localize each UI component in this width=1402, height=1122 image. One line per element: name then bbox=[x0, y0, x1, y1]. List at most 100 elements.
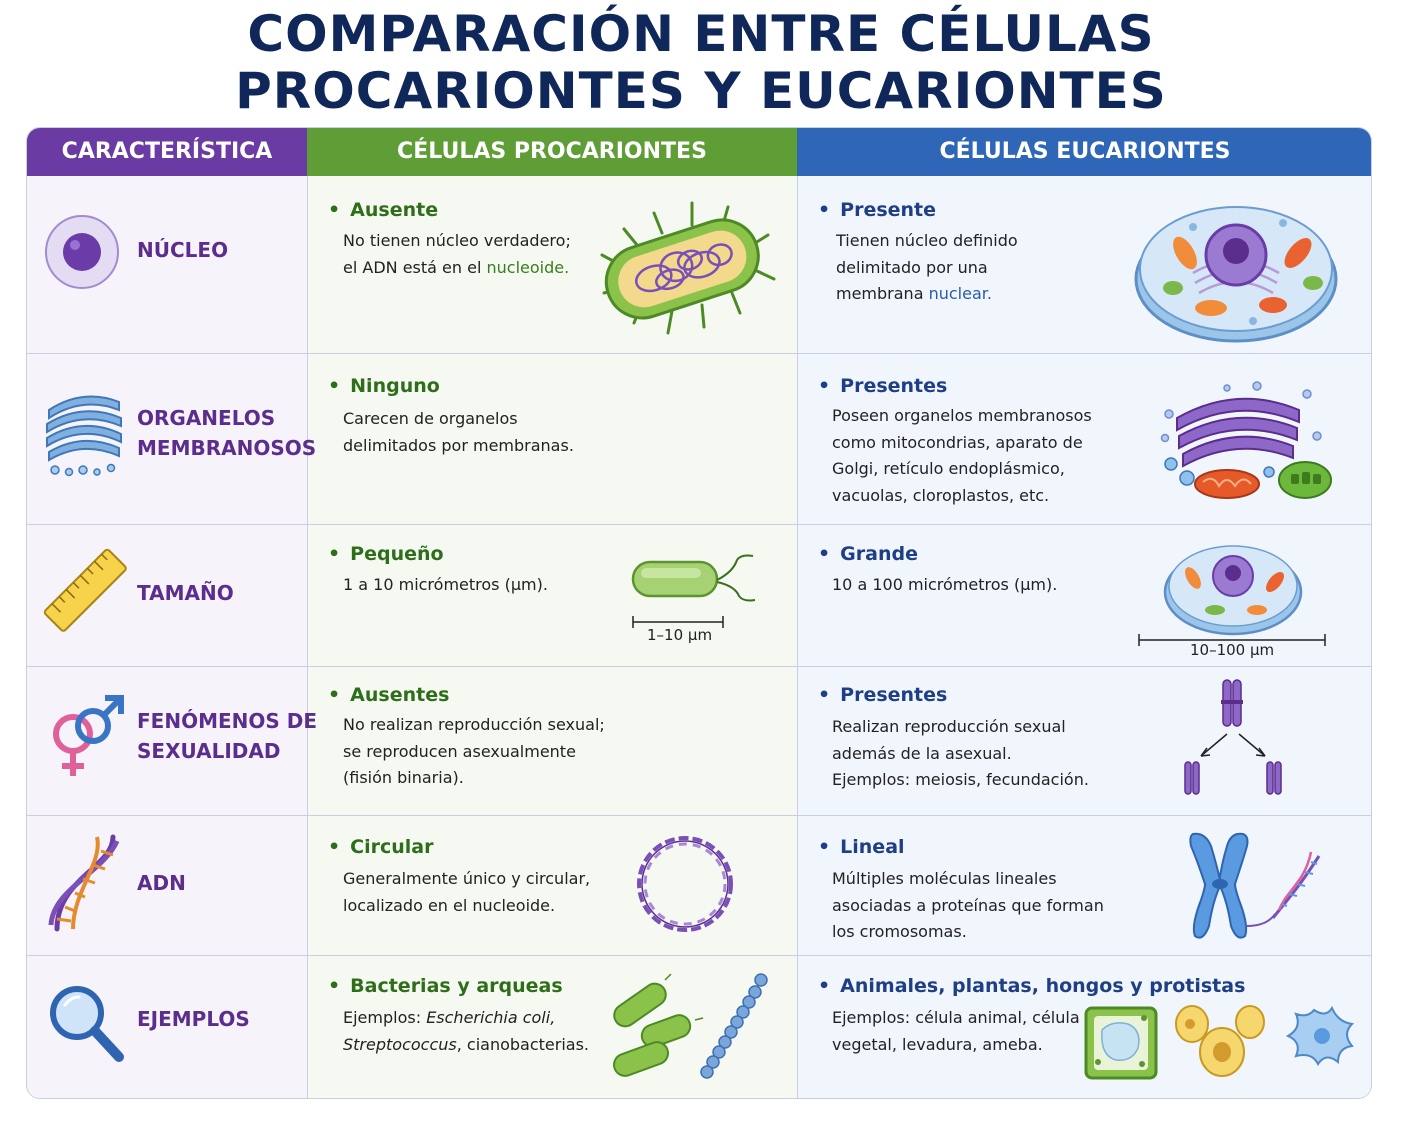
euk-heading-text: Presentes bbox=[840, 684, 948, 706]
euk-heading-adn: •Lineal bbox=[818, 834, 905, 860]
eukaryote-examples-illustration bbox=[1084, 1005, 1355, 1080]
text-line: No tienen núcleo verdadero; bbox=[343, 231, 571, 250]
prok-heading-organelos: •Ninguno bbox=[328, 373, 440, 399]
prok-heading-nucleo: • Ausente bbox=[328, 197, 438, 223]
text-line: asociadas a proteínas que forman bbox=[832, 895, 1104, 915]
column-divider bbox=[307, 176, 308, 1098]
prok-text-ejemplos: Ejemplos: Escherichia coli, Streptococcu… bbox=[343, 1005, 589, 1058]
text-line: el ADN está en el nucleoide. bbox=[343, 255, 571, 282]
page-title: COMPARACIÓN ENTRE CÉLULAS PROCARIONTES Y… bbox=[0, 6, 1402, 120]
text-line: delimitados por membranas. bbox=[343, 435, 574, 455]
euk-heading-text: Presente bbox=[840, 199, 937, 221]
euk-heading-ejemplos: • Animales, plantas, hongos y protistas bbox=[818, 973, 1245, 999]
species-escherichia-coli: Escherichia coli, bbox=[426, 1008, 556, 1027]
species-streptococcus: Streptococcus bbox=[343, 1034, 457, 1054]
euk-heading-text: Lineal bbox=[840, 836, 905, 858]
prok-heading-sexualidad: •Ausentes bbox=[328, 682, 449, 708]
prok-heading-ejemplos: • Bacterias y arqueas bbox=[328, 973, 563, 999]
euk-scale-label: 10–100 µm bbox=[1190, 641, 1275, 659]
text-segment: , cianobacterias. bbox=[456, 1034, 590, 1054]
euk-text-organelos: Poseen organelos membranosos como mitoco… bbox=[832, 403, 1092, 509]
text-line: membrana nuclear. bbox=[836, 281, 1018, 308]
text-segment: el ADN está en el bbox=[343, 257, 487, 277]
euk-heading-tamano: • Grande bbox=[818, 541, 918, 567]
prok-text-sexualidad: No realizan reproducción sexual; se repr… bbox=[343, 712, 605, 792]
header-eukaryote: CÉLULAS EUCARIONTES bbox=[797, 128, 1371, 176]
text-segment: membrana bbox=[836, 284, 929, 303]
medium-eukaryotic-cell-illustration bbox=[1138, 545, 1326, 646]
bullet: • bbox=[818, 975, 831, 997]
prok-heading-text: Bacterias y arqueas bbox=[350, 975, 563, 997]
bullet: • bbox=[328, 199, 341, 221]
euk-text-sexualidad: Realizan reproducción sexual además de l… bbox=[832, 714, 1089, 794]
text-line: Tienen núcleo definido bbox=[836, 231, 1018, 250]
prok-text-tamano: 1 a 10 micrómetros (µm). bbox=[343, 572, 548, 599]
bullet: • bbox=[328, 975, 341, 997]
prok-scale-label: 1–10 µm bbox=[647, 626, 713, 644]
text-line: Ejemplos: Escherichia coli, bbox=[343, 1005, 589, 1032]
text-line: Múltiples moléculas lineales bbox=[832, 869, 1057, 888]
feature-line: SEXUALIDAD bbox=[137, 739, 281, 763]
feature-tamano: TAMAÑO bbox=[137, 581, 234, 605]
title-line-2: PROCARIONTES Y EUCARIONTES bbox=[235, 62, 1167, 120]
organelles-illustration bbox=[1160, 381, 1332, 499]
text-line: 1 a 10 micrómetros (µm). bbox=[343, 575, 548, 594]
feature-line: MEMBRANOSOS bbox=[137, 436, 317, 460]
bullet: • bbox=[328, 684, 341, 706]
euk-text-ejemplos: Ejemplos: célula animal, célula vegetal,… bbox=[832, 1005, 1080, 1058]
feature-organelos: ORGANELOS MEMBRANOSOS bbox=[137, 403, 316, 463]
euk-heading-organelos: •Presentes bbox=[818, 373, 947, 399]
golgi-icon bbox=[46, 395, 122, 477]
highlight-nucleoide: nucleoide. bbox=[486, 257, 570, 277]
bacteria-examples-illustration bbox=[613, 973, 768, 1079]
feature-line: FENÓMENOS DE bbox=[137, 709, 317, 733]
header-feature: CARACTERÍSTICA bbox=[27, 128, 307, 176]
text-line: además de la asexual. bbox=[832, 743, 1012, 763]
row-divider bbox=[27, 815, 1371, 816]
bullet: • bbox=[818, 684, 831, 706]
euk-heading-text: Grande bbox=[840, 543, 918, 565]
feature-column-bg bbox=[27, 176, 307, 1098]
prok-heading-text: Ausente bbox=[350, 199, 439, 221]
euk-text-nucleo: Tienen núcleo definido delimitado por un… bbox=[836, 228, 1018, 308]
row-divider bbox=[27, 666, 1371, 667]
prok-heading-tamano: • Pequeño bbox=[328, 541, 444, 567]
eukaryotic-cell-illustration bbox=[1134, 206, 1338, 343]
euk-heading-text: Animales, plantas, hongos y protistas bbox=[840, 975, 1246, 997]
feature-sexualidad: FENÓMENOS DE SEXUALIDAD bbox=[137, 706, 317, 766]
gender-symbols-icon bbox=[53, 695, 124, 776]
text-line: Poseen organelos membranosos bbox=[832, 406, 1092, 425]
highlight-nuclear: nuclear. bbox=[928, 284, 992, 303]
text-line: se reproducen asexualmente bbox=[343, 741, 576, 761]
small-bacterium-illustration bbox=[631, 554, 756, 628]
prok-heading-adn: •Circular bbox=[328, 834, 433, 860]
header-prokaryote: CÉLULAS PROCARIONTES bbox=[307, 128, 797, 176]
feature-ejemplos: EJEMPLOS bbox=[137, 1007, 250, 1031]
title-line-1: COMPARACIÓN ENTRE CÉLULAS bbox=[247, 5, 1155, 63]
text-line: vacuolas, cloroplastos, etc. bbox=[832, 485, 1050, 505]
text-line: Carecen de organelos bbox=[343, 409, 518, 428]
text-line: No realizan reproducción sexual; bbox=[343, 715, 605, 734]
text-line: localizado en el nucleoide. bbox=[343, 895, 556, 915]
magnifier-icon bbox=[50, 986, 124, 1062]
bullet: • bbox=[328, 543, 341, 565]
prok-text-organelos: Carecen de organelos delimitados por mem… bbox=[343, 406, 574, 459]
prok-heading-text: Pequeño bbox=[350, 543, 444, 565]
euk-text-adn: Múltiples moléculas lineales asociadas a… bbox=[832, 866, 1104, 946]
row-divider bbox=[27, 955, 1371, 956]
euk-heading-nucleo: • Presente bbox=[818, 197, 936, 223]
text-line: Golgi, retículo endoplásmico, bbox=[832, 459, 1065, 478]
euk-heading-text: Presentes bbox=[840, 375, 948, 397]
text-line: Ejemplos: meiosis, fecundación. bbox=[832, 770, 1089, 789]
text-line: Generalmente único y circular, bbox=[343, 869, 591, 888]
row-divider bbox=[27, 524, 1371, 525]
comparison-table: CARACTERÍSTICA CÉLULAS PROCARIONTES CÉLU… bbox=[26, 127, 1372, 1099]
bullet: • bbox=[818, 543, 831, 565]
euk-text-tamano: 10 a 100 micrómetros (µm). bbox=[832, 572, 1057, 599]
meiosis-chromosome-illustration bbox=[1184, 679, 1282, 795]
prok-text-adn: Generalmente único y circular, localizad… bbox=[343, 866, 590, 919]
feature-adn: ADN bbox=[137, 871, 186, 895]
text-line: Streptococcus, cianobacterias. bbox=[343, 1032, 589, 1059]
text-line: delimitado por una bbox=[836, 257, 988, 277]
bullet: • bbox=[818, 199, 831, 221]
